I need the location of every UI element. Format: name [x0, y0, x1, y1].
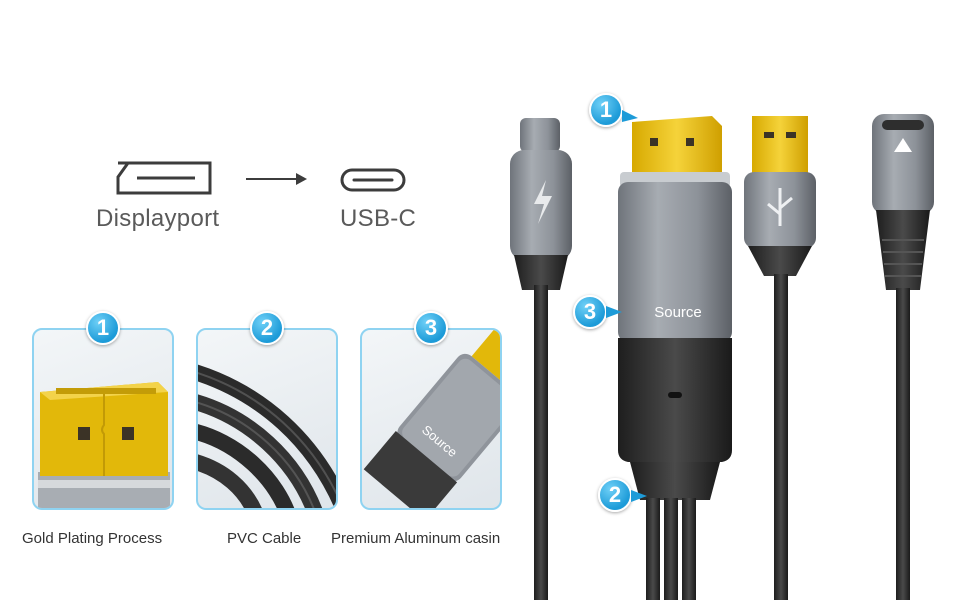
lightning-icon — [534, 180, 552, 224]
callout-badge-1: 1 — [589, 93, 623, 127]
feature-caption-1: Gold Plating Process — [22, 530, 163, 547]
housing-label: Source — [654, 304, 702, 321]
callout-pointer-1 — [622, 110, 638, 122]
feature-panel-aluminum: Source — [360, 328, 502, 510]
callout-pointer-3 — [606, 306, 622, 318]
feature-caption-2: PVC Cable — [227, 530, 302, 547]
aluminum-housing-closeup: Source — [363, 330, 500, 508]
from-label: Displayport — [96, 205, 220, 232]
displayport-outline-icon — [116, 161, 212, 195]
coiled-cable-closeup — [198, 364, 336, 508]
usb-c-plug — [510, 118, 572, 600]
displayport-plug: Source — [618, 116, 732, 600]
callout-pointer-2 — [631, 490, 647, 502]
feature-badge-2: 2 — [250, 311, 284, 345]
callout-badge-2: 2 — [598, 478, 632, 512]
to-label: USB-C — [340, 205, 417, 232]
feature-caption-3: Premium Aluminum casin — [331, 530, 501, 547]
product-cable-illustration: Source — [510, 114, 934, 600]
callout-badge-3: 3 — [573, 295, 607, 329]
upload-arrow-icon — [894, 138, 912, 152]
arrow-right-icon — [246, 173, 307, 185]
feature-badge-3: 3 — [414, 311, 448, 345]
usb-c-female-plug — [872, 114, 934, 600]
feature-panel-cable — [196, 328, 338, 510]
feature-panel-gold — [32, 328, 174, 510]
feature-badge-1: 1 — [86, 311, 120, 345]
usb-icon — [767, 188, 793, 226]
usb-c-outline-icon — [340, 168, 406, 192]
gold-connector-closeup — [38, 382, 170, 508]
usb-a-plug — [744, 116, 816, 600]
